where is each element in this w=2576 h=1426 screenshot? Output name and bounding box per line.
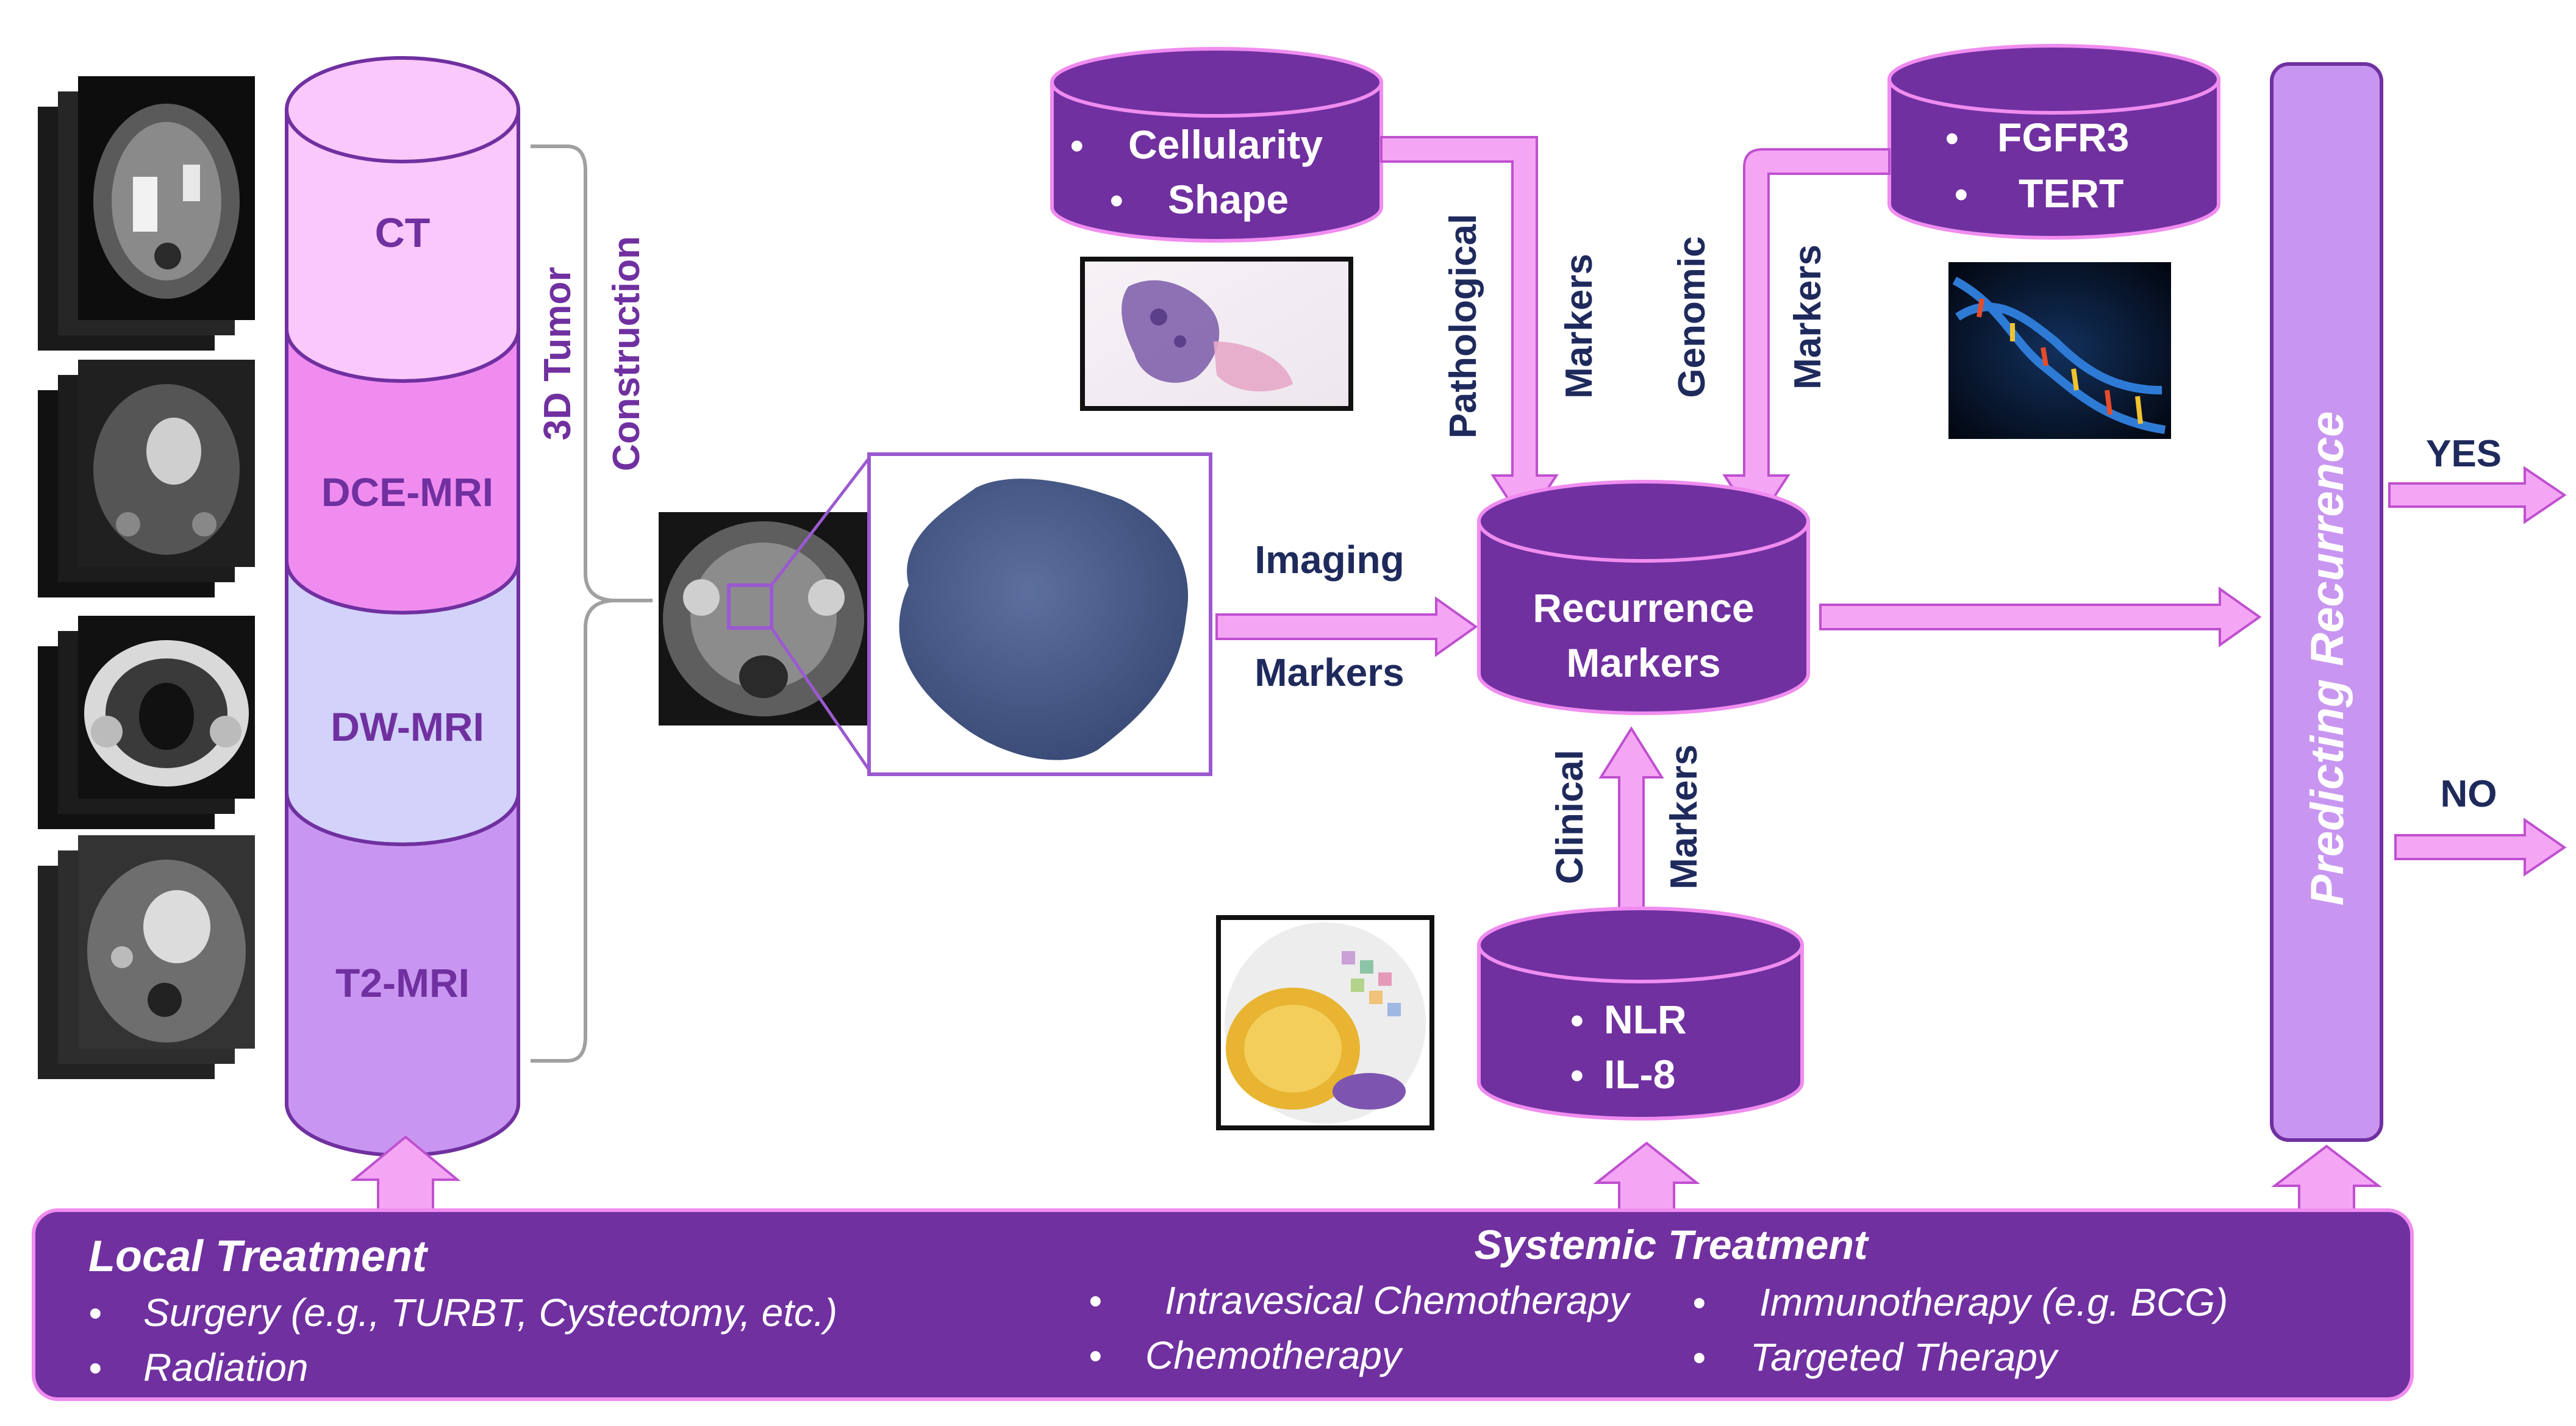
local-bullet-1: • [88,1292,102,1335]
dw-mri-scan-stack [38,616,255,829]
treatment-to-clinical-arrow [1593,1141,1700,1211]
pathological-label-line2: Markers [1558,254,1600,399]
pathological-bullet-1: • [1070,125,1084,167]
t2-mri-label: T2-MRI [335,960,470,1005]
genomic-bullet-2: • [1955,174,1968,216]
dce-mri-scan-stack [38,360,255,597]
imaging-markers-label-line1: Imaging [1254,538,1404,582]
imaging-markers-arrow [1215,596,1478,657]
recurrence-label-line1: Recurrence [1533,585,1754,630]
genomic-item-fgfr3: FGFR3 [1997,115,2129,160]
local-item-radiation: Radiation [143,1346,308,1389]
imaging-markers-label-line2: Markers [1254,651,1404,694]
genomic-label-line1: Genomic [1671,236,1713,397]
t2-mri-scan-stack [38,835,255,1079]
systemic-item-immunotherapy: Immunotherapy (e.g. BCG) [1759,1280,2228,1324]
pathological-label-line1: Pathological [1442,214,1484,439]
no-label: NO [2441,773,2497,815]
genomic-item-tert: TERT [2019,171,2123,216]
treatment-to-prediction-arrow [2271,1144,2382,1211]
dw-mri-label: DW-MRI [331,704,484,749]
local-bullet-2: • [88,1347,102,1389]
systemic-bullet-3: • [1692,1282,1706,1324]
pathological-item-shape: Shape [1168,177,1289,222]
recurrence-to-prediction-arrow [1819,586,2262,647]
systemic-item-targeted: Targeted Therapy [1750,1335,2059,1379]
clinical-bullet-1: • [1570,1000,1584,1042]
treatment-bar [32,1208,2414,1401]
clinical-label-line1: Clinical [1549,750,1591,885]
zoom-line-top [770,453,873,586]
pathological-markers-cylinder [1050,47,1383,243]
recurrence-label-line2: Markers [1566,640,1720,685]
local-item-surgery: Surgery (e.g., TURBT, Cystectomy, etc.) [143,1291,837,1335]
genomic-label-line2: Markers [1787,244,1829,390]
clinical-markers-cylinder [1477,907,1804,1121]
clinical-item-nlr: NLR [1604,997,1687,1042]
systemic-item-intravesical: Intravesical Chemotherapy [1165,1278,1631,1322]
genomic-markers-arrow [1722,148,1891,527]
systemic-bullet-2: • [1089,1335,1102,1377]
clinical-item-il8: IL-8 [1604,1052,1675,1097]
ct-label: CT [375,210,431,256]
clinical-label-line2: Markers [1663,744,1705,889]
urine-test-image [1216,915,1434,1130]
treatment-to-modalities-arrow [350,1135,461,1211]
systemic-item-chemotherapy: Chemotherapy [1145,1333,1404,1377]
tumor-3d-model [899,479,1189,760]
ct-scan-stack [38,76,255,351]
genomic-bullet-1: • [1945,118,1959,160]
modality-cylinder [285,56,520,1157]
systemic-treatment-title: Systemic Treatment [1474,1222,1869,1268]
systemic-bullet-4: • [1692,1337,1706,1379]
dce-mri-label: DCE-MRI [321,469,493,515]
genomic-markers-cylinder [1887,44,2220,240]
no-arrow [2394,818,2567,877]
reconstruction-label-line1: 3D Tumor [537,267,579,441]
pathological-item-cellularity: Cellularity [1128,122,1323,167]
yes-label: YES [2426,433,2502,475]
clinical-bullet-2: • [1570,1055,1584,1097]
systemic-bullet-1: • [1089,1280,1102,1322]
dna-image [1948,262,2171,439]
pathological-bullet-2: • [1110,180,1123,222]
recurrence-markers-cylinder [1477,480,1810,715]
reconstruction-bracket [531,144,653,1063]
yes-arrow [2388,466,2567,524]
pelvic-mri-image [659,512,869,725]
predicting-recurrence-bar [2270,62,2383,1142]
reconstruction-label-line2: Construction [606,236,648,471]
predicting-recurrence-label: Predicting Recurrence [2302,412,2353,906]
histology-image [1080,257,1353,411]
zoom-line-bottom [770,627,874,775]
local-treatment-title: Local Treatment [88,1232,429,1281]
